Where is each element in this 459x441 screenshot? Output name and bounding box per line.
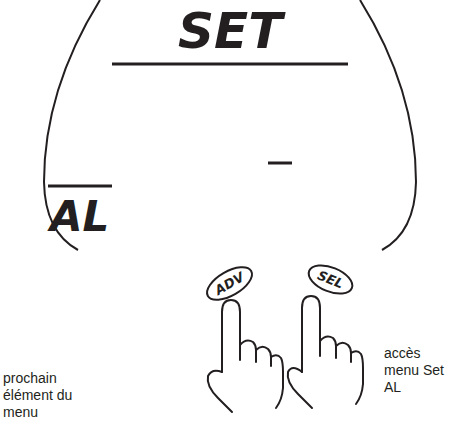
left-hand-knuckles: [240, 345, 271, 366]
right-hand-palm: [288, 368, 312, 408]
left-hand: [222, 300, 283, 408]
right-hand-knuckles: [320, 341, 351, 362]
callout-label: accès menu Set AL: [384, 345, 456, 396]
segment-overline: [48, 185, 112, 188]
segment-label: AL: [50, 196, 109, 238]
button-ellipse: [304, 259, 356, 298]
display-border: [44, 0, 416, 250]
lcd-display: SET AL: [40, 0, 420, 252]
display-divider: [112, 63, 348, 66]
right-hand: [302, 296, 363, 404]
segment-title: SET: [178, 6, 282, 56]
button-label: ADV: [212, 270, 245, 297]
segment-dash: [268, 162, 292, 165]
left-hand-palm: [208, 371, 232, 412]
button-ellipse: [201, 260, 256, 306]
push-button: SEL: [302, 257, 358, 300]
callout-label: prochain élément du menu: [3, 370, 89, 421]
